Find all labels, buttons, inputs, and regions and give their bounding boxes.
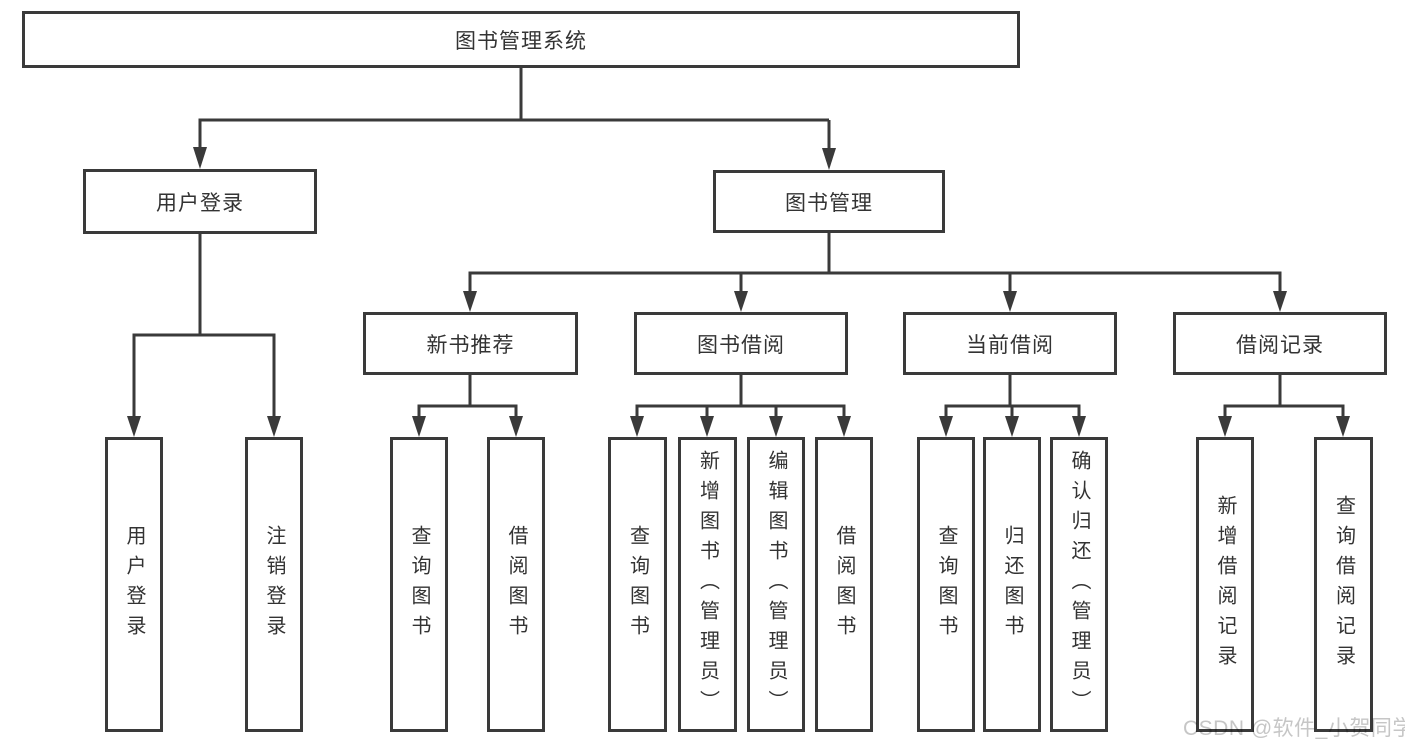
node-user-login-action: 用户登录 (105, 437, 163, 732)
arrow-down-icon (1072, 416, 1086, 437)
node-logout-action: 注销登录 (245, 437, 303, 732)
arrow-down-icon (769, 416, 783, 437)
arrow-down-icon (630, 416, 644, 437)
node-query-borrow-record: 查询借阅记录 (1314, 437, 1373, 732)
node-add-books-admin: 新增图书（管理员） (678, 437, 737, 732)
node-book-management: 图书管理 (713, 170, 945, 233)
node-new-book-recommendation: 新书推荐 (363, 312, 578, 375)
node-book-borrowing: 图书借阅 (634, 312, 848, 375)
node-edit-books-admin: 编辑图书（管理员） (747, 437, 805, 732)
node-user-login: 用户登录 (83, 169, 317, 234)
node-return-books: 归还图书 (983, 437, 1041, 732)
arrow-down-icon (837, 416, 851, 437)
csdn-watermark: CSDN @软件_小贺同学 (1183, 717, 1405, 740)
arrow-down-icon (734, 291, 748, 312)
arrow-down-icon (1218, 416, 1232, 437)
arrow-down-icon (822, 148, 836, 170)
arrow-down-icon (193, 147, 207, 169)
arrow-down-icon (1003, 291, 1017, 312)
node-query-books-current: 查询图书 (917, 437, 975, 732)
arrow-down-icon (939, 416, 953, 437)
node-current-borrowing: 当前借阅 (903, 312, 1117, 375)
node-query-books-recommend: 查询图书 (390, 437, 448, 732)
node-borrow-books-borrowing: 借阅图书 (815, 437, 873, 732)
arrow-down-icon (463, 291, 477, 312)
node-confirm-return-admin: 确认归还（管理员） (1050, 437, 1108, 732)
arrow-down-icon (267, 416, 281, 437)
arrow-down-icon (700, 416, 714, 437)
node-library-system: 图书管理系统 (22, 11, 1020, 68)
arrow-down-icon (412, 416, 426, 437)
arrow-down-icon (127, 416, 141, 437)
arrow-down-icon (1273, 291, 1287, 312)
node-borrowing-records: 借阅记录 (1173, 312, 1387, 375)
node-query-books-borrowing: 查询图书 (608, 437, 667, 732)
arrow-down-icon (509, 416, 523, 437)
arrow-down-icon (1336, 416, 1350, 437)
arrow-down-icon (1005, 416, 1019, 437)
arrowheads (127, 147, 1350, 437)
node-borrow-books-recommend: 借阅图书 (487, 437, 545, 732)
node-add-borrow-record: 新增借阅记录 (1196, 437, 1254, 732)
